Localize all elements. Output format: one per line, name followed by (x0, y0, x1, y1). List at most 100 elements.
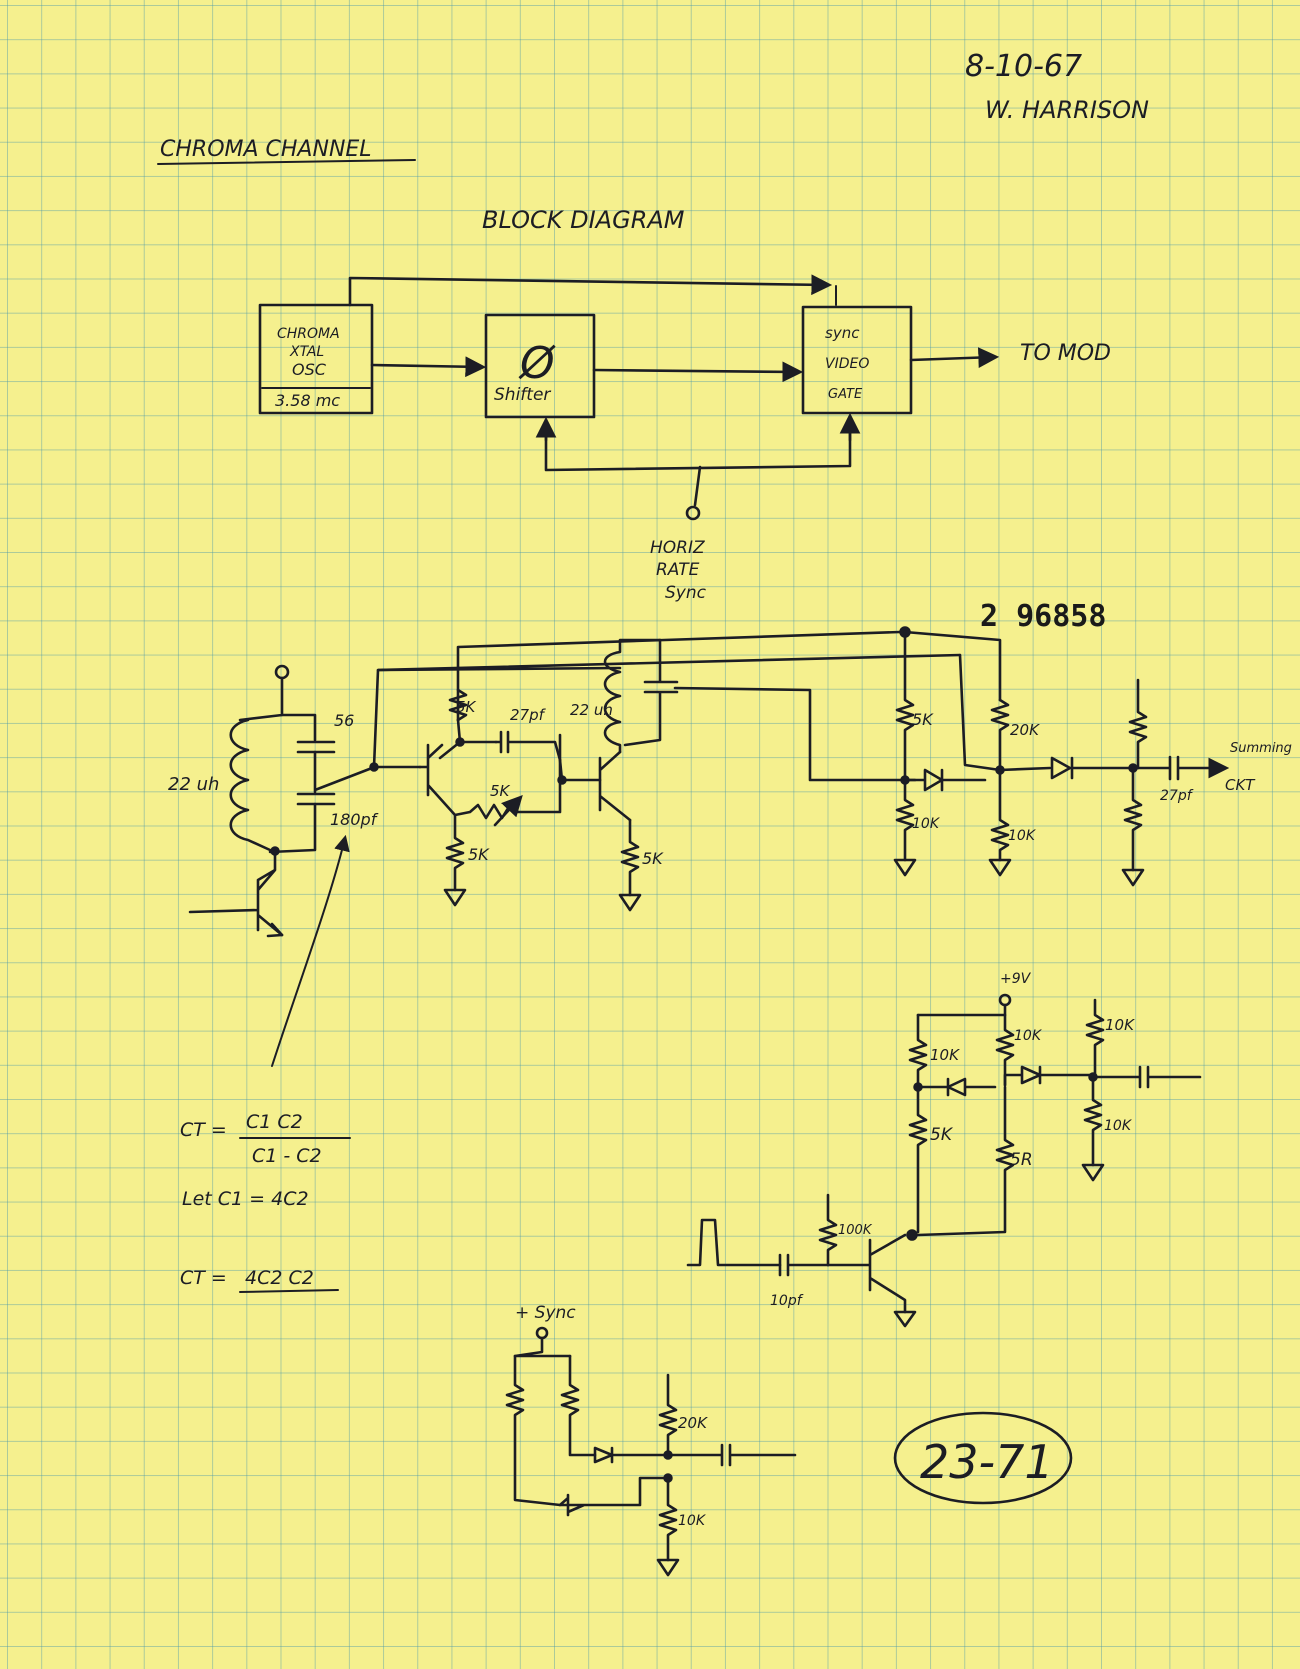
cap-27pf-b (1131, 757, 1225, 779)
stamp-number: 2 96858 (980, 599, 1106, 634)
q1-transistor (418, 743, 457, 817)
right-cap-out (1091, 1065, 1202, 1089)
cap-27pf-b-label: 27pf (1160, 788, 1194, 804)
r5k-right-label: 5R (1010, 1150, 1033, 1170)
cap-bottom-label: 180pf (330, 810, 379, 829)
r-10k-b-label: 10K (1008, 828, 1037, 844)
gnd-right-a (1081, 1163, 1105, 1182)
q2-transistor (598, 750, 632, 822)
page-ref-circle (893, 1411, 1073, 1505)
ct1-denominator: C1 - C2 (252, 1145, 322, 1167)
inductor-left-label: 22 uh (168, 774, 219, 795)
r10k-left-label: 10K (930, 1046, 960, 1064)
right-top-rail (916, 1003, 1007, 1017)
ct2-lhs: CT = (180, 1267, 227, 1289)
q1-collector (438, 718, 498, 760)
cap-10pf-label: 10pf (770, 1293, 804, 1309)
bottom-r10k (658, 1476, 678, 1562)
resistor-5k-upper (448, 688, 468, 722)
gnd-out (1121, 868, 1145, 887)
diagram-title: BLOCK DIAGRAM (482, 206, 685, 234)
r10k-right (1085, 998, 1105, 1077)
r100k (818, 1193, 838, 1267)
r5k-left-label: 5K (930, 1125, 954, 1145)
r100k-label: 100K (838, 1223, 873, 1238)
resistor-5k-right (895, 630, 915, 782)
osc-emitter-arrow (266, 922, 284, 938)
ct2-rhs: 4C2 C2 (245, 1267, 314, 1289)
r10k-left (908, 1013, 928, 1087)
pot-wiper (493, 794, 523, 827)
right-diode-a (916, 1077, 997, 1097)
r4-label: 5K (912, 710, 934, 729)
page-ref-number: 23-71 (920, 1435, 1054, 1489)
bottom-supply-label: + Sync (515, 1303, 576, 1323)
osc-block-line-4: 3.58 mc (275, 391, 340, 410)
gnd-bottom (656, 1558, 680, 1577)
cap-10pf (778, 1253, 830, 1277)
feedback-curve (271, 834, 350, 1067)
gnd-q1 (443, 888, 467, 907)
r10k-right-label: 10K (1105, 1016, 1135, 1034)
osc-block-line-1: CHROMA (277, 326, 340, 342)
bottom-r-mid (560, 1354, 597, 1457)
cap-bottom-plates (296, 792, 336, 806)
r-10k-a-label: 10K (912, 816, 941, 832)
sync-label-1: HORIZ (650, 538, 705, 558)
inductor-mid (603, 638, 662, 754)
tank-cap-wire (280, 713, 317, 742)
r10k-mid (995, 1013, 1015, 1087)
r3-label: 5K (642, 849, 664, 868)
right-supply-terminal (998, 993, 1012, 1007)
sync-terminal (685, 505, 701, 521)
right-node-c (906, 1229, 918, 1241)
bottom-top-wire (513, 1336, 572, 1358)
mid-cap-wire-2 (673, 686, 917, 782)
diode-2 (998, 756, 1132, 780)
sync-bus (544, 416, 852, 472)
bottom-r20k (658, 1373, 678, 1457)
tank-top-wire (238, 676, 284, 722)
output-label-2: CKT (1225, 776, 1256, 794)
bottom-r10k-label: 10K (678, 1513, 707, 1529)
bottom-r20k-label: 20K (678, 1414, 708, 1432)
right-diode-b (1003, 1065, 1092, 1087)
osc-block (258, 303, 374, 415)
r5k-left (908, 1085, 928, 1234)
cap-mid-wire (313, 750, 374, 794)
r10k-right-low (1083, 1075, 1103, 1167)
sync-label-2: RATE (656, 560, 700, 580)
tank-terminal (274, 664, 290, 680)
osc-transistor (188, 849, 284, 937)
cap-top-label: 56 (334, 711, 354, 730)
r1-label: 5K (456, 698, 477, 716)
rail-right (903, 630, 1002, 702)
phase-symbol: Ø (518, 338, 556, 389)
title-underline (157, 159, 416, 165)
pot-label: 5K (490, 782, 511, 800)
pulse-input (686, 1218, 782, 1267)
ct1-lhs: CT = (180, 1119, 227, 1141)
r-20k-label: 20K (1010, 721, 1040, 739)
inductor-mid-label: 22 uh (570, 701, 613, 719)
page-title: CHROMA CHANNEL (160, 137, 372, 162)
resistor-10k-right-b (990, 768, 1010, 862)
osc-to-shifter-arrow (370, 356, 487, 378)
cap-top-plates (296, 740, 336, 754)
r2-label: 5K (468, 845, 490, 864)
right-supply-label: +9V (1000, 971, 1032, 987)
shifter-label: Shifter (494, 385, 551, 405)
wire-960 (958, 653, 1002, 772)
bottom-supply-terminal (535, 1326, 549, 1340)
diode-1 (903, 768, 987, 792)
cap-27pf-a-label: 27pf (510, 706, 547, 724)
q3-transistor (826, 1233, 907, 1314)
gate-block-line-2: VIDEO (825, 356, 869, 372)
ct2-underline (239, 1289, 339, 1293)
r10k-mid-label: 10K (1014, 1028, 1043, 1044)
sync-label-3: Sync (665, 583, 707, 603)
gate-block-line-3: GATE (828, 387, 863, 402)
bottom-diode-a (593, 1446, 670, 1464)
osc-bypass-line (348, 274, 833, 307)
